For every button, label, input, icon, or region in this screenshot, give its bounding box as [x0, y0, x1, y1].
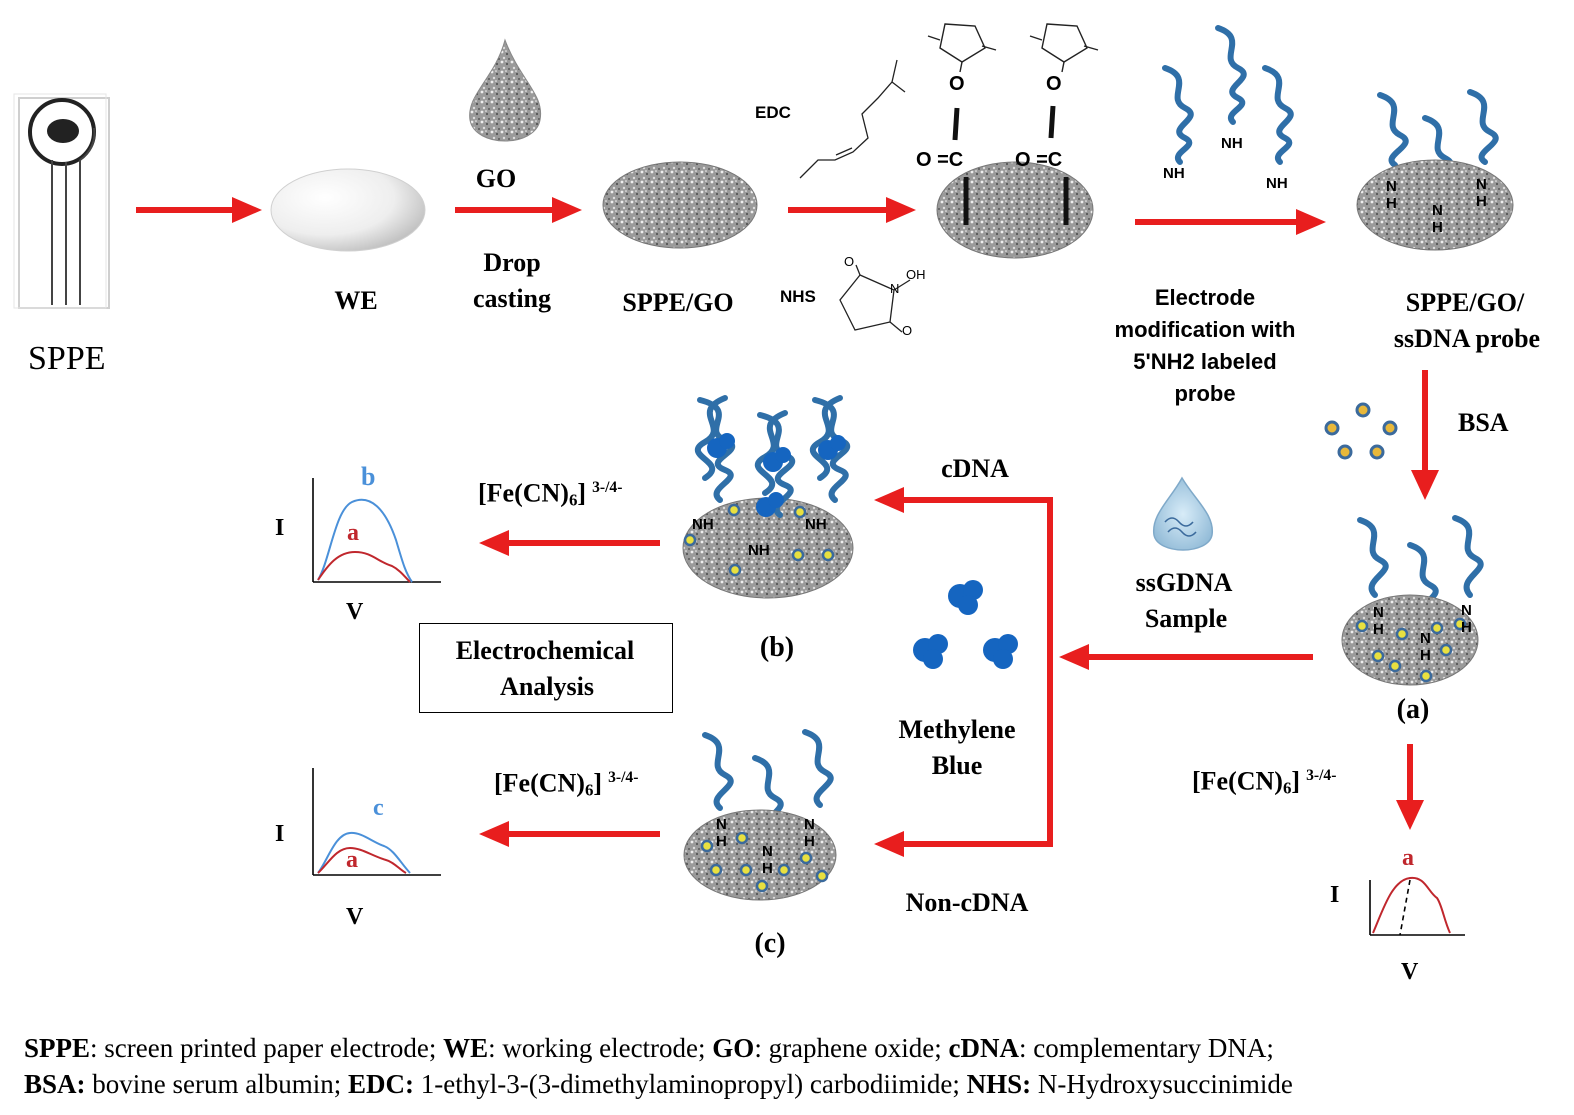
analysis-line-2: Analysis [500, 672, 594, 701]
modification-line-2: modification with [1114, 317, 1296, 342]
sppe-label: SPPE [28, 340, 106, 377]
methylene-blue-molecules [913, 580, 1018, 669]
succinimide-rings [927, 23, 1099, 73]
panel-b-electrode [682, 395, 854, 599]
legend-line-2: BSA: bovine serum albumin; EDC: 1-ethyl-… [24, 1069, 1293, 1099]
methylene-line-1: Methylene [898, 715, 1016, 744]
carbonyl-left-label: O =C [916, 149, 964, 171]
ferricyanide-label-c: [Fe(CN)6]3-/4- [494, 768, 639, 800]
panel-c-label: (c) [754, 928, 786, 959]
nhs-o2: O [902, 323, 913, 338]
panel-b-label: (b) [759, 632, 795, 663]
plot-c-axis-i: I [275, 821, 285, 847]
panel-b-nh-3: NH [805, 516, 827, 533]
bsa-label: BSA [1458, 408, 1509, 437]
plot-b-label-a: a [347, 520, 359, 546]
ssgdna-line-1: ssGDNA [1135, 568, 1233, 597]
panel-a-electrode [1341, 515, 1484, 686]
plot-c-axis-v: V [346, 904, 364, 930]
methylene-line-2: Blue [931, 751, 983, 780]
plot-a-label-a: a [1402, 845, 1414, 871]
activation-bonds [952, 105, 1069, 225]
plot-b [312, 478, 441, 583]
probe-electrode [1356, 159, 1514, 251]
sppe-go-probe-line-1: SPPE/GO/ [1405, 288, 1525, 317]
nhs-structure [839, 264, 911, 333]
plot-b-label-b: b [361, 462, 376, 491]
nhs-label: NHS [780, 287, 816, 306]
analysis-line-1: Electrochemical [455, 636, 635, 665]
sppe-electrode-card [13, 93, 110, 309]
ferricyanide-label-a: [Fe(CN)6]3-/4- [1192, 766, 1337, 798]
probe-nh-1: NH [1163, 165, 1185, 182]
process-arrows [136, 197, 1439, 857]
probe-nh-2: NH [1221, 135, 1243, 152]
ssgdna-line-2: Sample [1144, 604, 1228, 633]
cdna-label: cDNA [941, 454, 1009, 483]
legend-line-1: SPPE: screen printed paper electrode; WE… [24, 1033, 1274, 1063]
sppe-go-electrode [602, 161, 758, 249]
plot-c-label-a: a [346, 847, 358, 873]
nhs-n: N [890, 281, 900, 296]
ferricyanide-label-b: [Fe(CN)6]3-/4- [478, 478, 623, 510]
plot-b-axis-v: V [346, 599, 364, 625]
panel-b-nh-2: NH [748, 542, 770, 559]
modification-line-1: Electrode [1154, 285, 1256, 310]
go-drop [469, 38, 542, 142]
probe-nh-3: NH [1266, 175, 1288, 192]
bsa-dots [1324, 402, 1398, 460]
edc-structure [799, 59, 906, 179]
go-label: GO [475, 164, 517, 193]
activated-electrode [936, 161, 1094, 259]
nhs-oh: OH [906, 267, 926, 282]
edc-label: EDC [755, 103, 791, 122]
plot-a-axis-i: I [1330, 882, 1340, 908]
we-label: WE [334, 286, 378, 315]
sppe-go-label: SPPE/GO [622, 288, 734, 317]
ssgdna-strands [1164, 517, 1197, 537]
ester-oxygen-left: O [949, 73, 965, 95]
panel-c-electrode [683, 729, 837, 901]
sppe-go-probe-line-2: ssDNA probe [1393, 324, 1541, 353]
plot-a [1369, 876, 1465, 936]
plot-c [312, 768, 441, 876]
panel-a-label: (a) [1396, 694, 1430, 725]
working-electrode-disc [270, 168, 426, 252]
ssgdna-drop [1153, 476, 1213, 551]
casting-label: casting [473, 284, 551, 313]
drop-label: Drop [483, 248, 541, 277]
carbonyl-right-label: O =C [1015, 149, 1063, 171]
ester-oxygen-right: O [1046, 73, 1062, 95]
plot-b-axis-i: I [275, 515, 285, 541]
non-cdna-label: Non-cDNA [905, 888, 1029, 917]
modification-line-4: probe [1174, 381, 1236, 406]
electrochemical-analysis-box [419, 623, 673, 713]
plot-c-label-c: c [373, 795, 384, 821]
nhs-o1: O [844, 254, 855, 269]
plot-a-axis-v: V [1401, 959, 1419, 985]
modification-line-3: 5'NH2 labeled [1133, 349, 1277, 374]
panel-b-nh-1: NH [692, 516, 714, 533]
